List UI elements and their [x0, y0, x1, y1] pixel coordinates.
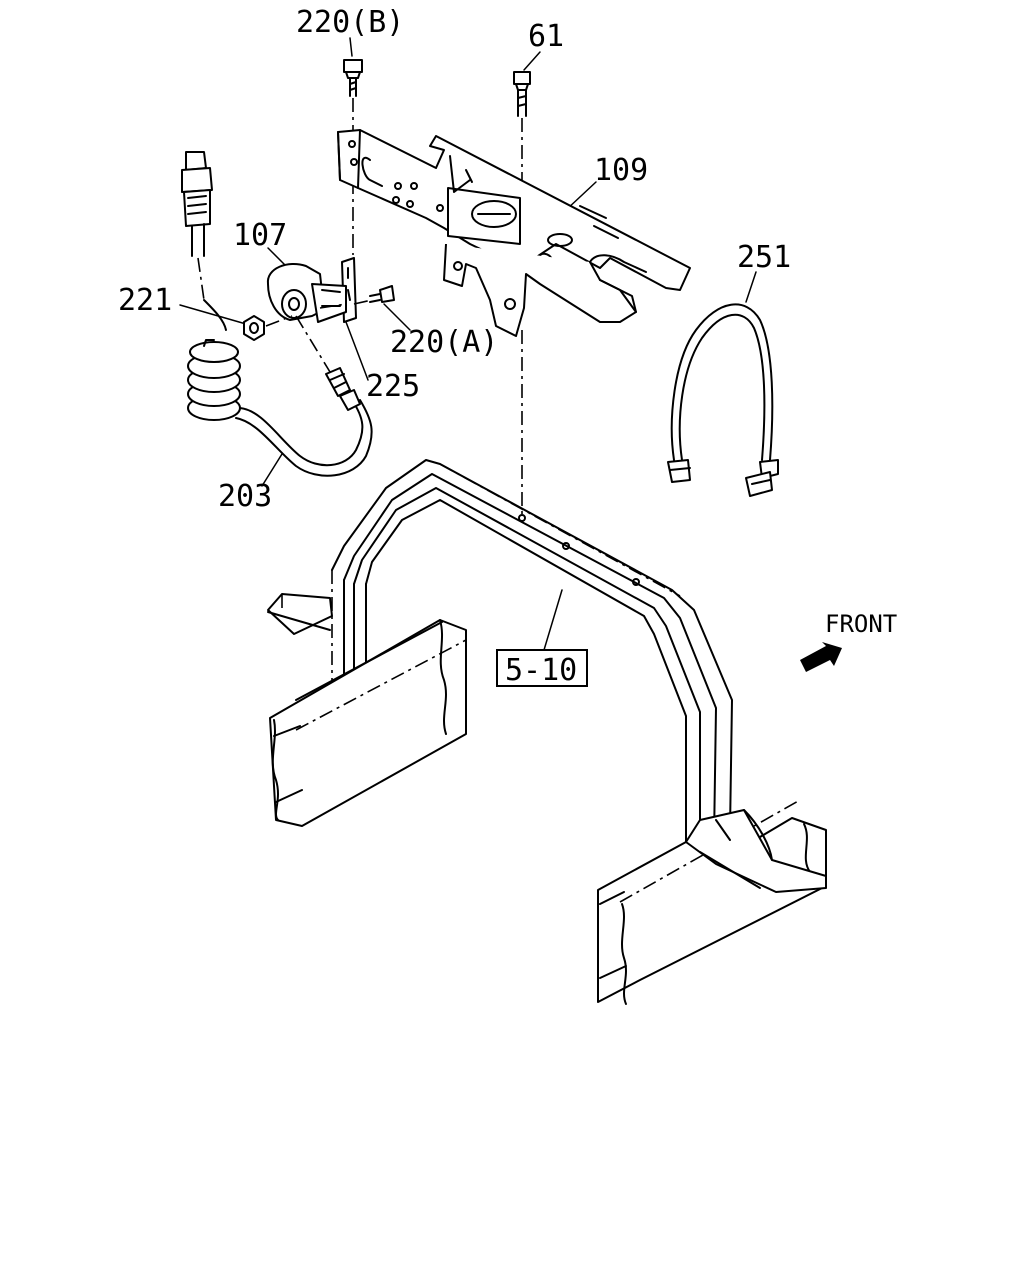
- label-220a: 220(A): [390, 325, 498, 360]
- front-label: FRONT: [825, 610, 897, 638]
- bracket-109: [337, 129, 691, 337]
- label-61: 61: [528, 19, 564, 54]
- label-221: 221: [118, 283, 172, 318]
- label-251: 251: [737, 240, 791, 275]
- bolt-220a: [353, 285, 395, 305]
- bolt-220b: [343, 59, 363, 255]
- hose-251: [667, 303, 779, 497]
- nut-221: [243, 315, 293, 341]
- label-5-10: 5-10: [505, 653, 577, 688]
- part-107: [266, 263, 347, 373]
- label-109: 109: [594, 153, 648, 188]
- cable-203-coil: [187, 339, 373, 477]
- frame-5-10: [267, 459, 827, 1005]
- leader-lines: [179, 37, 757, 651]
- label-203: 203: [218, 479, 272, 514]
- label-box-5-10: [496, 649, 588, 687]
- front-arrow-icon: [800, 642, 842, 672]
- label-107: 107: [233, 218, 287, 253]
- connector-plug: [181, 151, 227, 331]
- bolt-61: [513, 71, 531, 515]
- label-225: 225: [366, 369, 420, 404]
- label-220b: 220(B): [296, 5, 404, 40]
